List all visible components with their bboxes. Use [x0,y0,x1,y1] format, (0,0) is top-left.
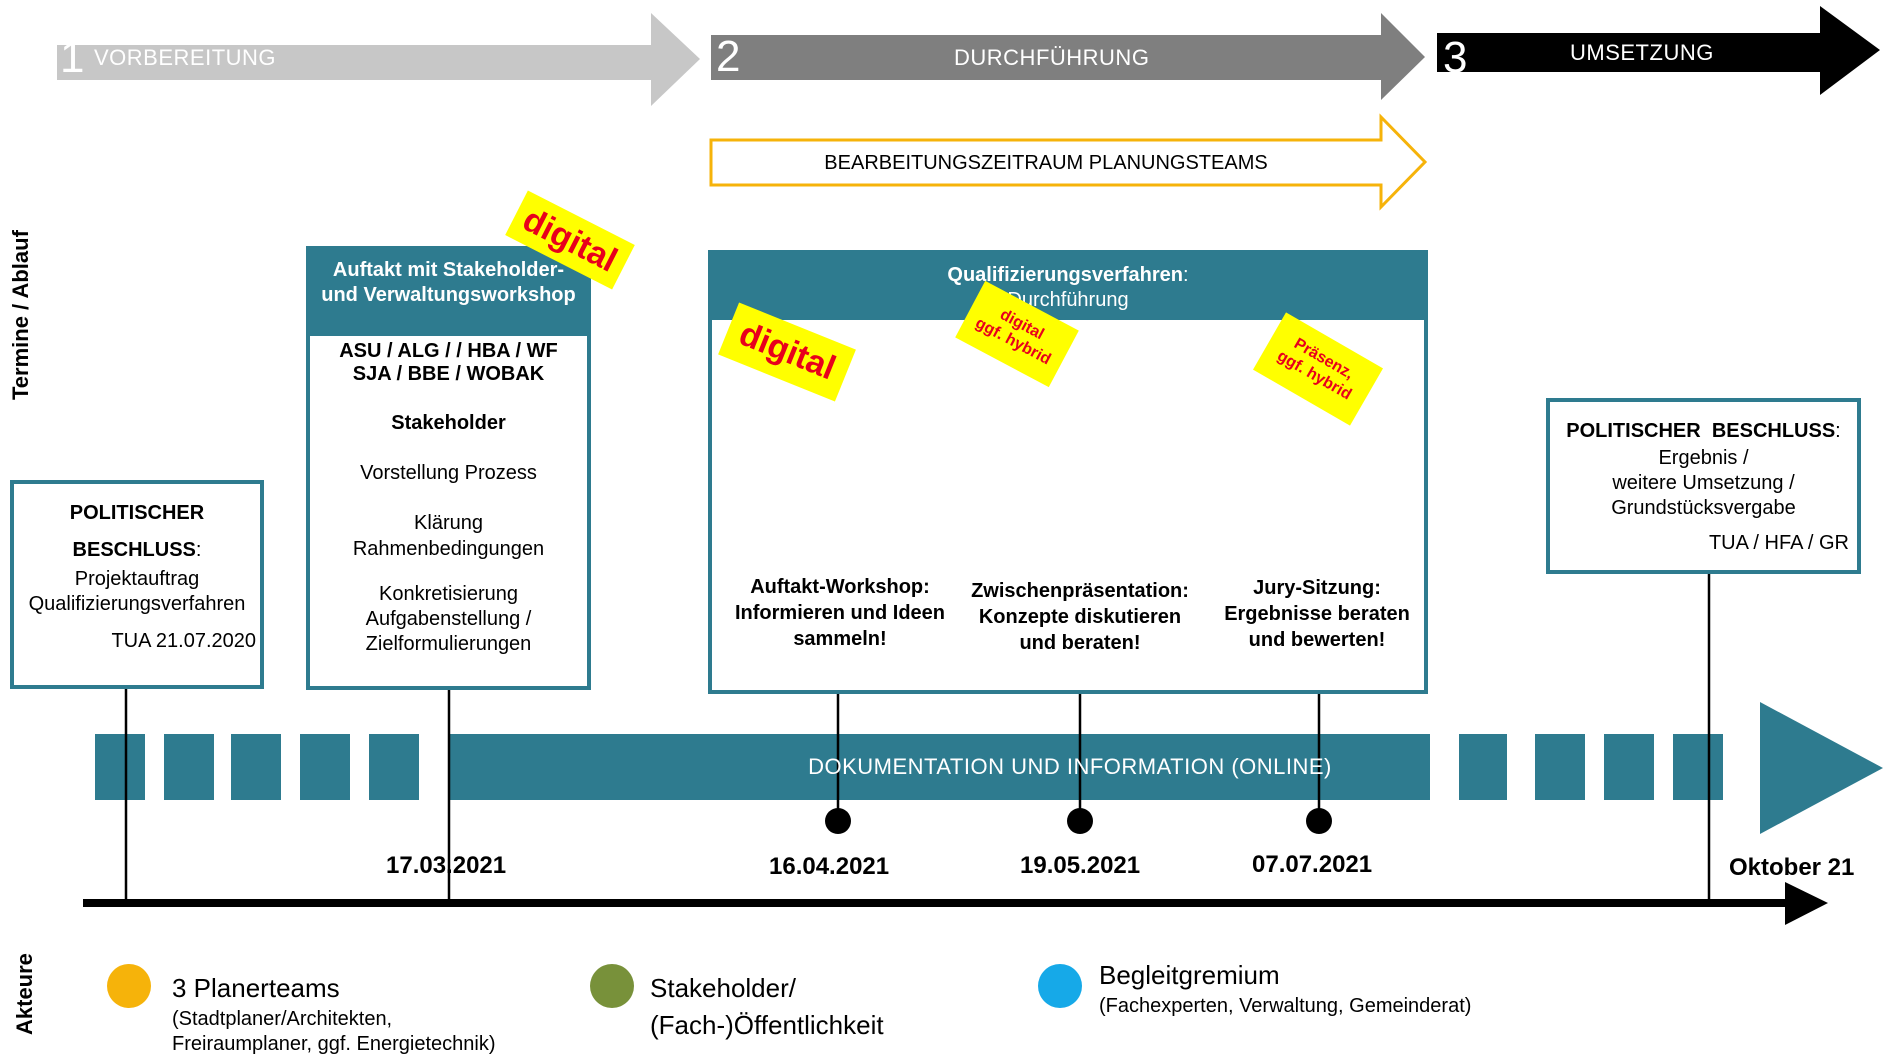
timeline-arrowhead [1785,882,1828,925]
legend-dot-blue [1038,964,1082,1008]
auftakt-header: Auftakt mit Stakeholder- und Verwaltungs… [310,250,587,336]
phase3-number: 3 [1443,33,1468,82]
beschluss2-text2: weitere Umsetzung / [1612,472,1795,494]
beschluss1-box: POLITISCHER BESCHLUSS: Projektauftrag Qu… [10,480,264,689]
documentation-band [95,702,1883,834]
auftakt-box: Auftakt mit Stakeholder- und Verwaltungs… [306,246,591,690]
date-auftakt: 17.03.2021 [386,852,507,879]
legend-begleitgremium-sub1: (Fachexperten, Verwaltung, Gemeinderat) [1099,995,1472,1017]
beschluss2-bodies: TUA / HFA / GR [1708,532,1849,554]
phase2-number: 2 [716,32,741,81]
date-event3: 07.07.2021 [1252,851,1373,878]
beschluss1-title-line2: BESCHLUSS [72,539,196,561]
beschluss2-box: POLITISCHER BESCHLUSS: Ergebnis / weiter… [1546,398,1861,574]
documentation-band-label: DOKUMENTATION UND INFORMATION (ONLINE) [808,754,1332,779]
phase1-label: VORBEREITUNG [94,45,277,70]
event3-title: Jury-Sitzung: Ergebnisse beraten und bew… [1224,577,1410,651]
beschluss1-text1: Projektauftrag [74,568,200,590]
legend-item-begleitgremium: Begleitgremium (Fachexperten, Verwaltung… [1099,960,1471,1018]
legend-item-planerteams: 3 Planerteams (Stadtplaner/Architekten, … [172,973,496,1056]
beschluss2-text3: Grundstücksvergabe [1611,497,1796,519]
auftakt-stakeholder: Stakeholder [391,412,506,434]
auftakt-item2: Klärung Rahmenbedingungen [352,512,545,560]
phase3-arrow [1437,6,1880,95]
phase1-number: 1 [60,33,85,82]
legend-stakeholder-sub1: (Fach-)Öffentlichkeit [650,1010,884,1040]
milestone-dot-event2 [1067,808,1093,834]
quali-header-sub: Durchführung [1007,289,1129,311]
beschluss1-text2: Qualifizierungsverfahren [28,593,246,615]
phase3-label: UMSETZUNG [1570,40,1714,65]
period-arrow [709,113,1428,211]
quali-header-bold: Qualifizierungsverfahren [947,264,1184,286]
legend-begleitgremium-title: Begleitgremium [1099,960,1280,990]
beschluss1-colon: : [195,539,202,561]
legend-planerteams-sub2: Freiraumplaner, ggf. Energietechnik) [172,1033,496,1055]
side-label-akteure: Akteure [12,953,37,1035]
period-label: BEARBEITUNGSZEITRAUM PLANUNGSTEAMS [824,152,1268,174]
date-event2: 19.05.2021 [1020,852,1141,879]
beschluss2-title: POLITISCHER BESCHLUSS [1566,420,1836,442]
auftakt-line1: ASU / ALG / / HBA / WF [339,340,558,362]
auftakt-item3: Konkretisierung Aufgabenstellung / Zielf… [365,583,532,655]
date-beschluss2: Oktober 21 [1729,854,1855,881]
event1-title: Auftakt-Workshop: Informieren und Ideen … [734,576,946,650]
legend-dot-green [590,964,634,1008]
phase2-arrow [711,13,1425,100]
event2-title: Zwischenpräsentation: Konzepte diskutier… [971,580,1189,654]
milestone-dot-event1 [825,808,851,834]
beschluss1-title-line1: POLITISCHER [69,502,205,524]
date-event1: 16.04.2021 [769,853,890,880]
legend-stakeholder-title: Stakeholder/ [650,973,796,1003]
legend-planerteams-sub1: (Stadtplaner/Architekten, [172,1008,393,1030]
milestone-dot-event3 [1306,808,1332,834]
beschluss2-text1: Ergebnis / [1658,447,1749,469]
phase1-arrow [57,13,700,106]
beschluss2-colon: : [1835,420,1841,442]
legend-planerteams-title: 3 Planerteams [172,973,340,1003]
beschluss1-date: TUA 21.07.2020 [111,630,256,652]
quali-header: Qualifizierungsverfahren: Durchführung [712,254,1424,320]
quali-header-colon: : [1183,264,1189,286]
auftakt-item1: Vorstellung Prozess [360,462,537,484]
legend-dot-orange [107,964,151,1008]
auftakt-line2: SJA / BBE / WOBAK [352,363,545,385]
side-label-termine: Termine / Ablauf [8,230,33,400]
legend-item-stakeholder: Stakeholder/ (Fach-)Öffentlichkeit [650,973,884,1041]
phase2-label: DURCHFÜHRUNG [954,45,1150,70]
